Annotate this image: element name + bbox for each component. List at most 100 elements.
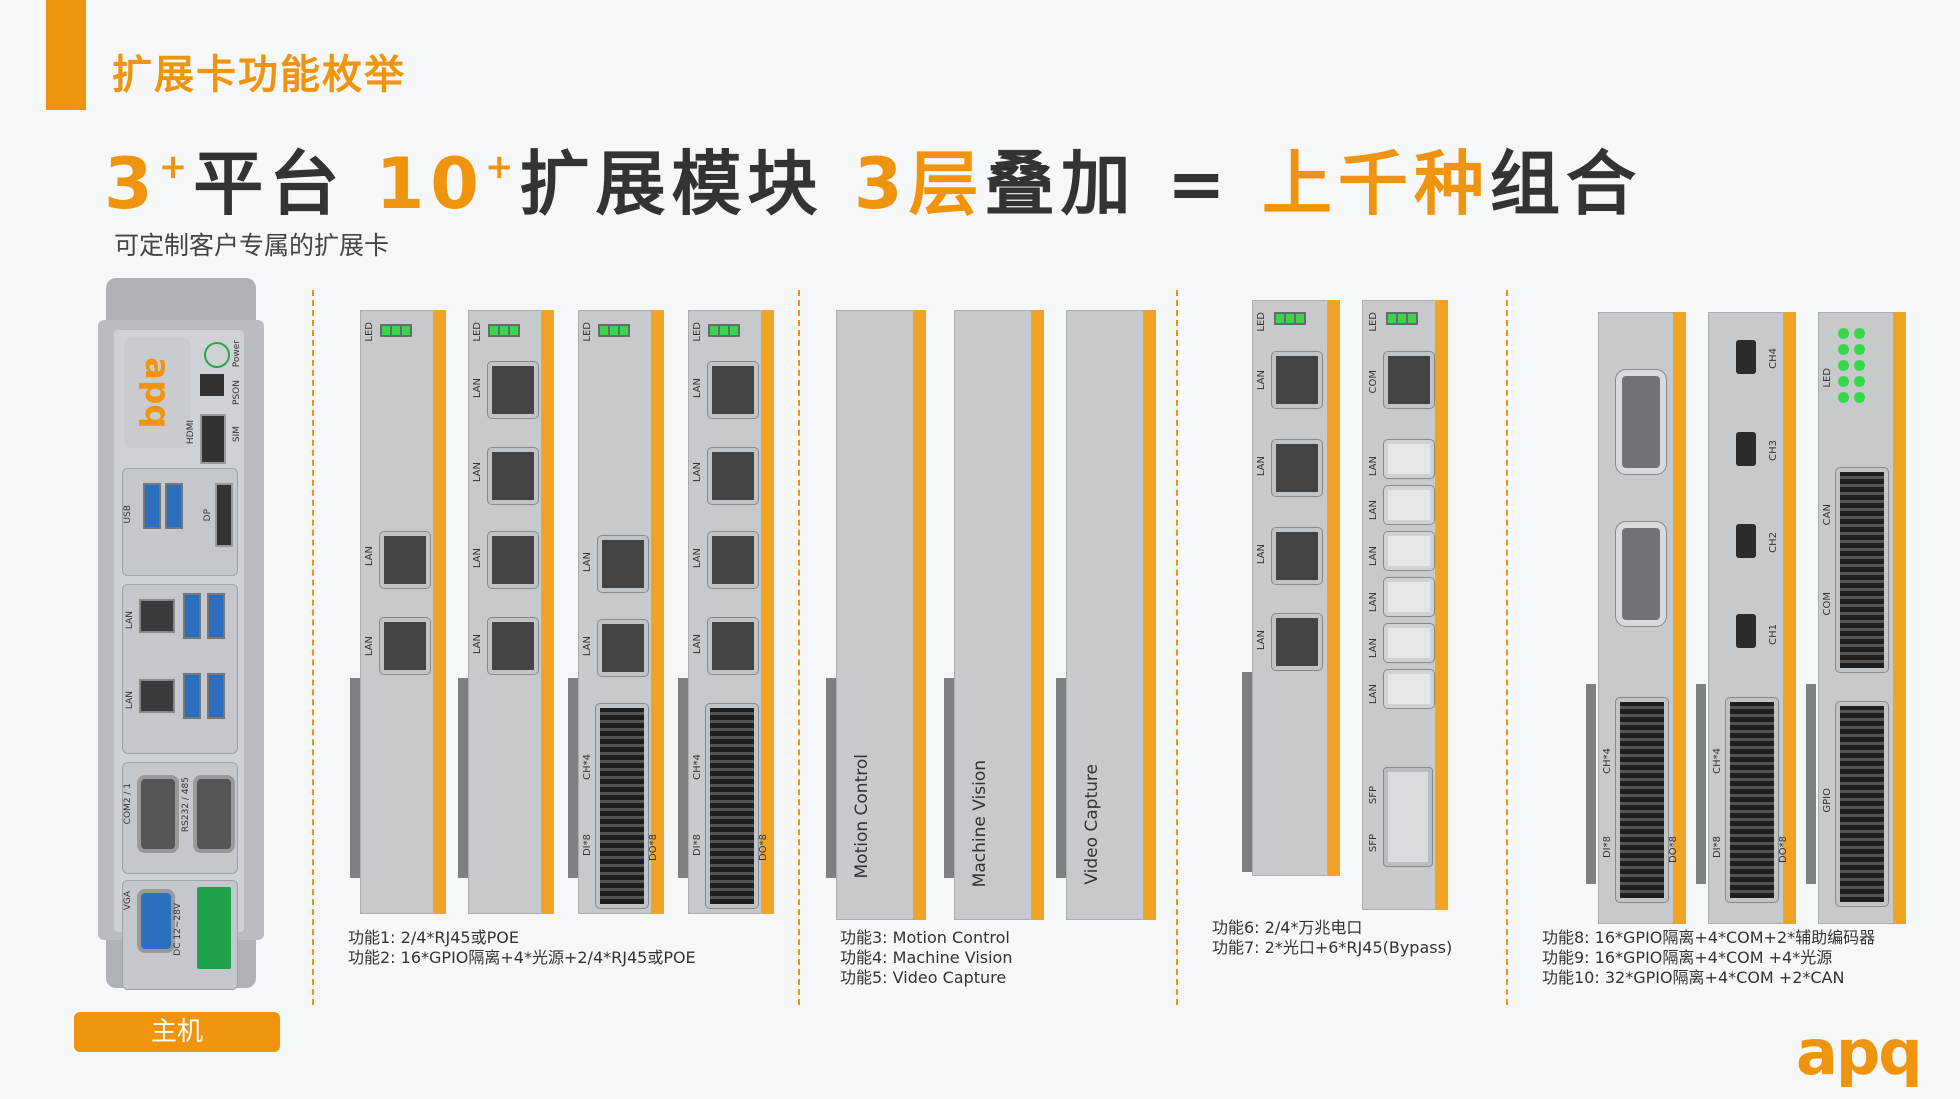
lan-label: LAN [1256,370,1267,391]
led-strip [1274,312,1306,325]
lan-port [1383,531,1435,571]
card-gpio-can: LED CAN COM GPIO [1806,312,1906,924]
ch4-label: CH*4 [1602,748,1613,774]
divider-4 [1506,290,1508,1005]
led-label: LED [692,322,703,342]
card-stripe [652,310,664,914]
di8-label: DI*8 [1712,836,1723,859]
caption-line: 功能2: 16*GPIO隔离+4*光源+2/4*RJ45或POE [348,948,696,967]
card-label: Motion Control [852,754,872,879]
sim-label: SIM [232,426,242,443]
lan-port [1383,577,1435,617]
do8-label: DO*8 [1668,836,1679,863]
led-strip [380,324,412,337]
card-connector [1806,684,1816,884]
gpio-connector [1725,697,1779,903]
card-lan-2: LED LAN LAN [350,310,446,914]
serial-group: COM2 / 1 RS232 / 485 [122,762,238,874]
lan-label: LAN [692,548,703,569]
headline-text-1: 平台 [193,143,346,225]
brand-logo: apq [1796,1016,1923,1089]
lan-port [1383,485,1435,525]
card-gpio-light: CH4 CH3 CH2 CH1 CH*4 DI*8 DO*8 [1696,312,1796,924]
dp-port [215,483,233,547]
ch4-label: CH*4 [1712,748,1723,774]
sfp-label: SFP [1368,786,1379,805]
lan-label: LAN [692,634,703,655]
usb-port [207,673,225,719]
caption-group-4: 功能8: 16*GPIO隔离+4*COM+2*辅助编码器 功能9: 16*GPI… [1542,928,1875,988]
divider-2 [798,290,800,1005]
lan-label: LAN [1368,456,1379,477]
lan-port [1271,527,1323,585]
lan-port [707,617,759,675]
accent-bar [46,0,86,110]
usb-label: USB [123,505,133,524]
vga-label: VGA [123,891,133,911]
led-label: LED [1368,312,1379,332]
section-title: 扩展卡功能枚举 [112,52,406,98]
lan-port [1383,669,1435,709]
ch-label: CH3 [1768,440,1779,461]
card-plate [360,310,434,914]
lan-port [707,531,759,589]
do8-label: DO*8 [758,834,769,861]
lan-port [1271,613,1323,671]
caption-group-2: 功能3: Motion Control 功能4: Machine Vision … [840,928,1012,988]
lan-label: LAN [1256,456,1267,477]
gpio-label: GPIO [1822,788,1833,813]
ch4-label: CH*4 [692,754,703,780]
can-label: CAN [1822,504,1833,526]
usb-port [183,673,201,719]
gpio-connector [705,703,759,909]
subtitle: 可定制客户专属的扩展卡 [114,231,390,260]
lan-port [139,599,175,633]
card-10g-lan: LED LAN LAN LAN LAN [1242,300,1340,876]
caption-line: 功能10: 32*GPIO隔离+4*COM +2*CAN [1542,968,1845,987]
lan-label: LAN [472,378,483,399]
card-connector [1242,672,1252,872]
light-connector [1736,524,1756,558]
gpio-connector [1835,467,1889,673]
encoder-port [1615,369,1667,475]
card-stripe [1032,310,1044,920]
card-gpio-lan-4: LED LAN LAN LAN LAN CH*4 DI*8 DO*8 [678,310,774,914]
lan-label: LAN [472,548,483,569]
host-logo: apq [124,338,190,448]
dp-label: DP [203,509,213,522]
usb-port [143,483,161,529]
lan-label: LAN [1368,638,1379,659]
headline-plus-1: + [158,147,194,187]
caption-line: 功能1: 2/4*RJ45或POE [348,928,519,947]
lan-label: LAN [125,691,135,710]
do8-label: DO*8 [648,834,659,861]
headline-num-2: 10 [375,143,486,225]
headline-orange-4: 上千种 [1262,143,1491,225]
card-label: Video Capture [1082,764,1102,885]
com-label: COM [1822,592,1833,616]
card-label: Machine Vision [970,760,990,888]
lan-label: LAN [692,462,703,483]
card-connector [458,678,468,878]
lan-port [707,447,759,505]
host-bracket-top [106,278,256,328]
card-connector [1696,684,1706,884]
lan-port [1383,439,1435,479]
led-label: LED [582,322,593,342]
lan-label: LAN [1256,630,1267,651]
card-stripe [1894,312,1906,924]
gpio-connector [595,703,649,909]
dc-terminal [197,887,231,969]
headline-num-1: 3 [104,143,159,225]
di8-label: DI*8 [692,834,703,857]
headline: 3+平台 10+扩展模块 3层叠加 = 上千种组合 [104,128,1642,229]
card-plate [836,310,914,920]
lan-label: LAN [1368,684,1379,705]
encoder-port [1615,521,1667,627]
dc-label: DC 12~28V [173,903,183,956]
divider-1 [312,290,314,1005]
lan-label: LAN [472,634,483,655]
headline-text-2: 扩展模块 [519,143,824,225]
led-label: LED [1822,368,1833,388]
headline-text-3: 叠加 [984,143,1137,225]
